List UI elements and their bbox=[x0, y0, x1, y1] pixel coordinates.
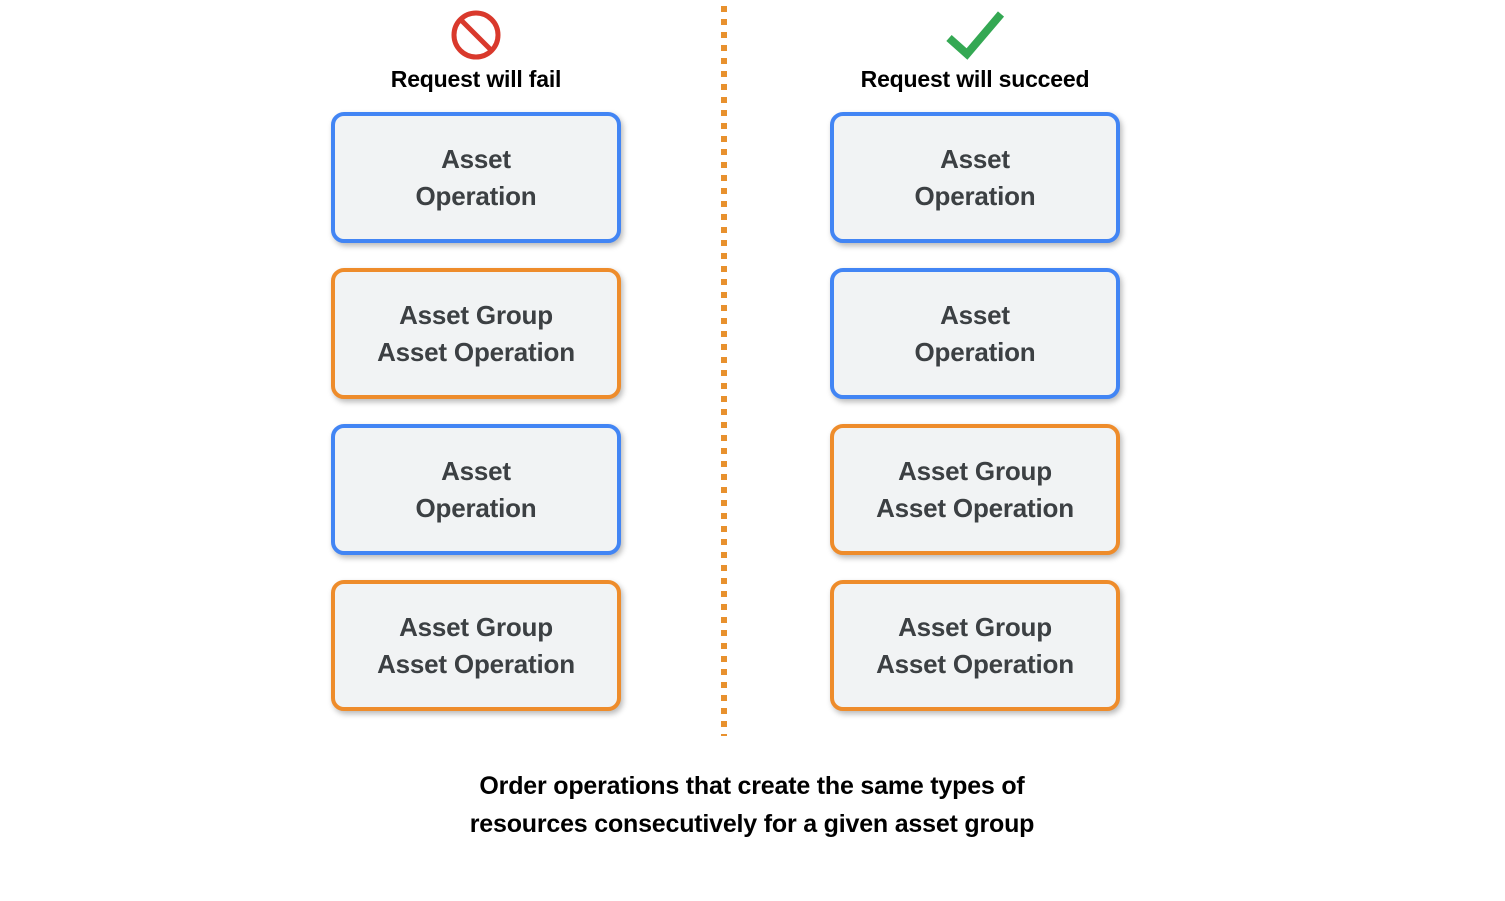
operation-box-line1: Asset bbox=[940, 299, 1010, 330]
operation-box: Asset Group Asset Operation bbox=[830, 580, 1120, 711]
operation-box: Asset Group Asset Operation bbox=[830, 424, 1120, 555]
operation-box-line2: Asset Operation bbox=[377, 336, 575, 367]
operation-sequence-succeed: Asset Operation Asset Operation Asset Gr… bbox=[830, 112, 1120, 736]
diagram-caption-line1: Order operations that create the same ty… bbox=[479, 772, 1025, 800]
operation-box-line2: Operation bbox=[914, 180, 1036, 211]
operation-box: Asset Group Asset Operation bbox=[331, 580, 621, 711]
operation-box-line2: Asset Operation bbox=[876, 648, 1074, 679]
operation-box-line1: Asset Group bbox=[399, 611, 553, 642]
operation-box-line2: Asset Operation bbox=[876, 492, 1074, 523]
operation-box-line1: Asset Group bbox=[898, 455, 1052, 486]
operation-box-line1: Asset bbox=[441, 143, 511, 174]
operation-box-line1: Asset bbox=[441, 455, 511, 486]
prohibition-icon bbox=[306, 10, 646, 60]
operation-box-line2: Asset Operation bbox=[377, 648, 575, 679]
operation-box-line2: Operation bbox=[415, 492, 537, 523]
operation-box: Asset Operation bbox=[830, 268, 1120, 399]
operation-box-line1: Asset Group bbox=[399, 299, 553, 330]
diagram-caption: Order operations that create the same ty… bbox=[252, 767, 1252, 843]
operation-box: Asset Operation bbox=[830, 112, 1120, 243]
operation-box-line2: Operation bbox=[415, 180, 537, 211]
operation-box-line2: Operation bbox=[914, 336, 1036, 367]
operation-box-line1: Asset bbox=[940, 143, 1010, 174]
operation-sequence-fail: Asset Operation Asset Group Asset Operat… bbox=[331, 112, 621, 736]
operation-box: Asset Operation bbox=[331, 424, 621, 555]
column-header-fail: Request will fail bbox=[306, 10, 646, 93]
column-header-label-succeed: Request will succeed bbox=[860, 66, 1090, 92]
operation-box-line1: Asset Group bbox=[898, 611, 1052, 642]
operation-box: Asset Operation bbox=[331, 112, 621, 243]
check-icon bbox=[805, 10, 1145, 60]
operation-box: Asset Group Asset Operation bbox=[331, 268, 621, 399]
column-header-succeed: Request will succeed bbox=[805, 10, 1145, 93]
diagram-caption-line2: resources consecutively for a given asse… bbox=[469, 810, 1035, 838]
vertical-dotted-divider bbox=[721, 6, 727, 736]
column-header-label-fail: Request will fail bbox=[390, 66, 562, 92]
